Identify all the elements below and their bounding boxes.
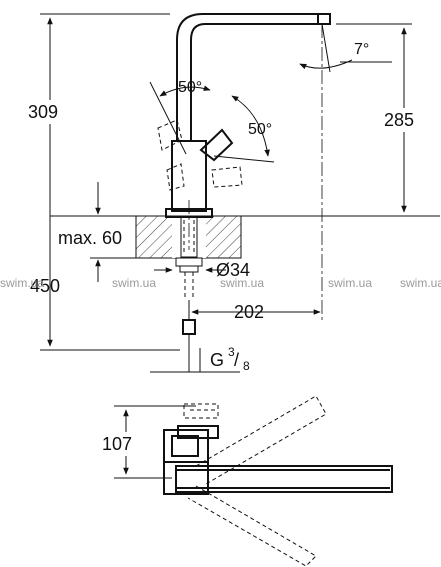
dim-total-height: 309 (28, 13, 180, 351)
lever-right-label: 50° (248, 121, 272, 138)
dim-spout-angle: 7° (299, 23, 392, 73)
hole-diameter-label: Ø34 (216, 260, 250, 280)
dim-lever-left: 50° (149, 79, 211, 155)
total-height-label: 309 (28, 102, 58, 122)
lever-left-label: 50° (178, 79, 202, 96)
watermark-row: swim.ua swim.ua swim.ua swim.ua swim.ua (0, 276, 441, 290)
dim-hole: Ø34 (154, 260, 250, 280)
thread-numerator: 3 (228, 345, 235, 359)
watermark-4: swim.ua (328, 276, 372, 290)
dim-spout-reach: 202 (191, 302, 321, 322)
thread-label: G (210, 350, 224, 370)
watermark-2: swim.ua (112, 276, 156, 290)
tap-body (157, 13, 331, 218)
watermark-5: swim.ua (400, 276, 441, 290)
top-view: 107 (100, 395, 393, 567)
spout-reach-label: 202 (234, 302, 264, 322)
spout-angle-label: 7° (354, 41, 369, 58)
thread-slash: / (234, 350, 239, 370)
watermark-3: swim.ua (220, 276, 264, 290)
dim-lever-right: 50° (213, 95, 275, 163)
spout-height-label: 285 (384, 110, 414, 130)
dim-thread: G 3 / 8 (150, 345, 250, 373)
hose-length-label: 450 (30, 276, 60, 296)
dim-spout-height: 285 (336, 23, 426, 213)
dim-countertop: max. 60 (58, 182, 122, 282)
top-height-label: 107 (102, 434, 132, 454)
side-view: 309 285 7° 50° 50° (0, 13, 441, 373)
thread-denominator: 8 (243, 359, 250, 373)
watermark-1: swim.ua (0, 276, 44, 290)
max-thickness-label: max. 60 (58, 228, 122, 248)
